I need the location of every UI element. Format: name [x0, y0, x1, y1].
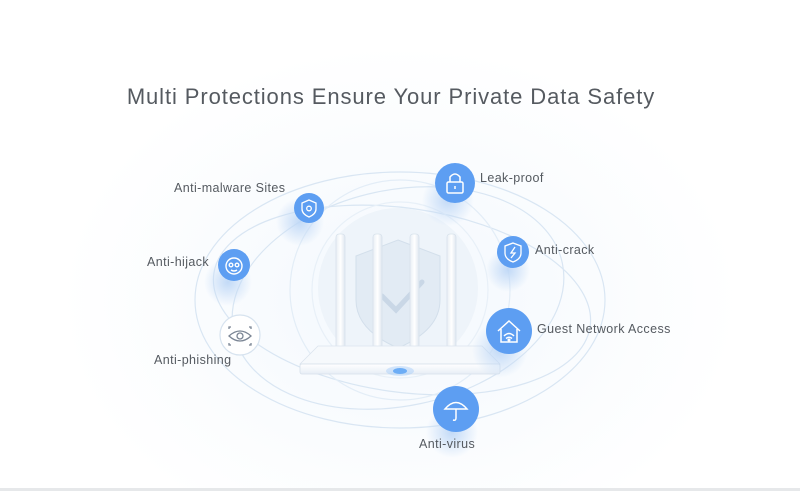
router-body [299, 345, 501, 376]
shield-icon [301, 199, 317, 218]
umbrella-icon [443, 401, 469, 421]
eye-icon [228, 326, 252, 346]
face-mask-icon [225, 257, 243, 275]
lock-icon [446, 173, 464, 194]
feature-label-anti-phishing: Anti-phishing [154, 353, 232, 367]
feature-label-anti-virus: Anti-virus [419, 437, 476, 451]
anti-phishing-badge [219, 314, 261, 356]
feature-label-anti-crack: Anti-crack [535, 243, 595, 257]
guest-network-access-badge [486, 308, 532, 354]
router-antennas [335, 233, 457, 353]
anti-crack-badge [497, 236, 529, 268]
page-title: Multi Protections Ensure Your Private Da… [126, 84, 656, 109]
bottom-divider [0, 488, 800, 491]
feature-label-leak-proof: Leak-proof [480, 171, 544, 185]
anti-hijack-badge [218, 249, 250, 281]
feature-label-anti-hijack: Anti-hijack [147, 255, 210, 269]
anti-malware-sites-badge [294, 193, 324, 223]
feature-label-guest-network-access: Guest Network Access [537, 322, 671, 336]
anti-virus-badge [433, 386, 479, 432]
feature-label-anti-malware-sites: Anti-malware Sites [174, 181, 286, 195]
lightning-shield-icon [504, 242, 522, 263]
leak-proof-badge [435, 163, 475, 203]
house-wifi-icon [497, 319, 521, 343]
status-led [393, 368, 407, 374]
